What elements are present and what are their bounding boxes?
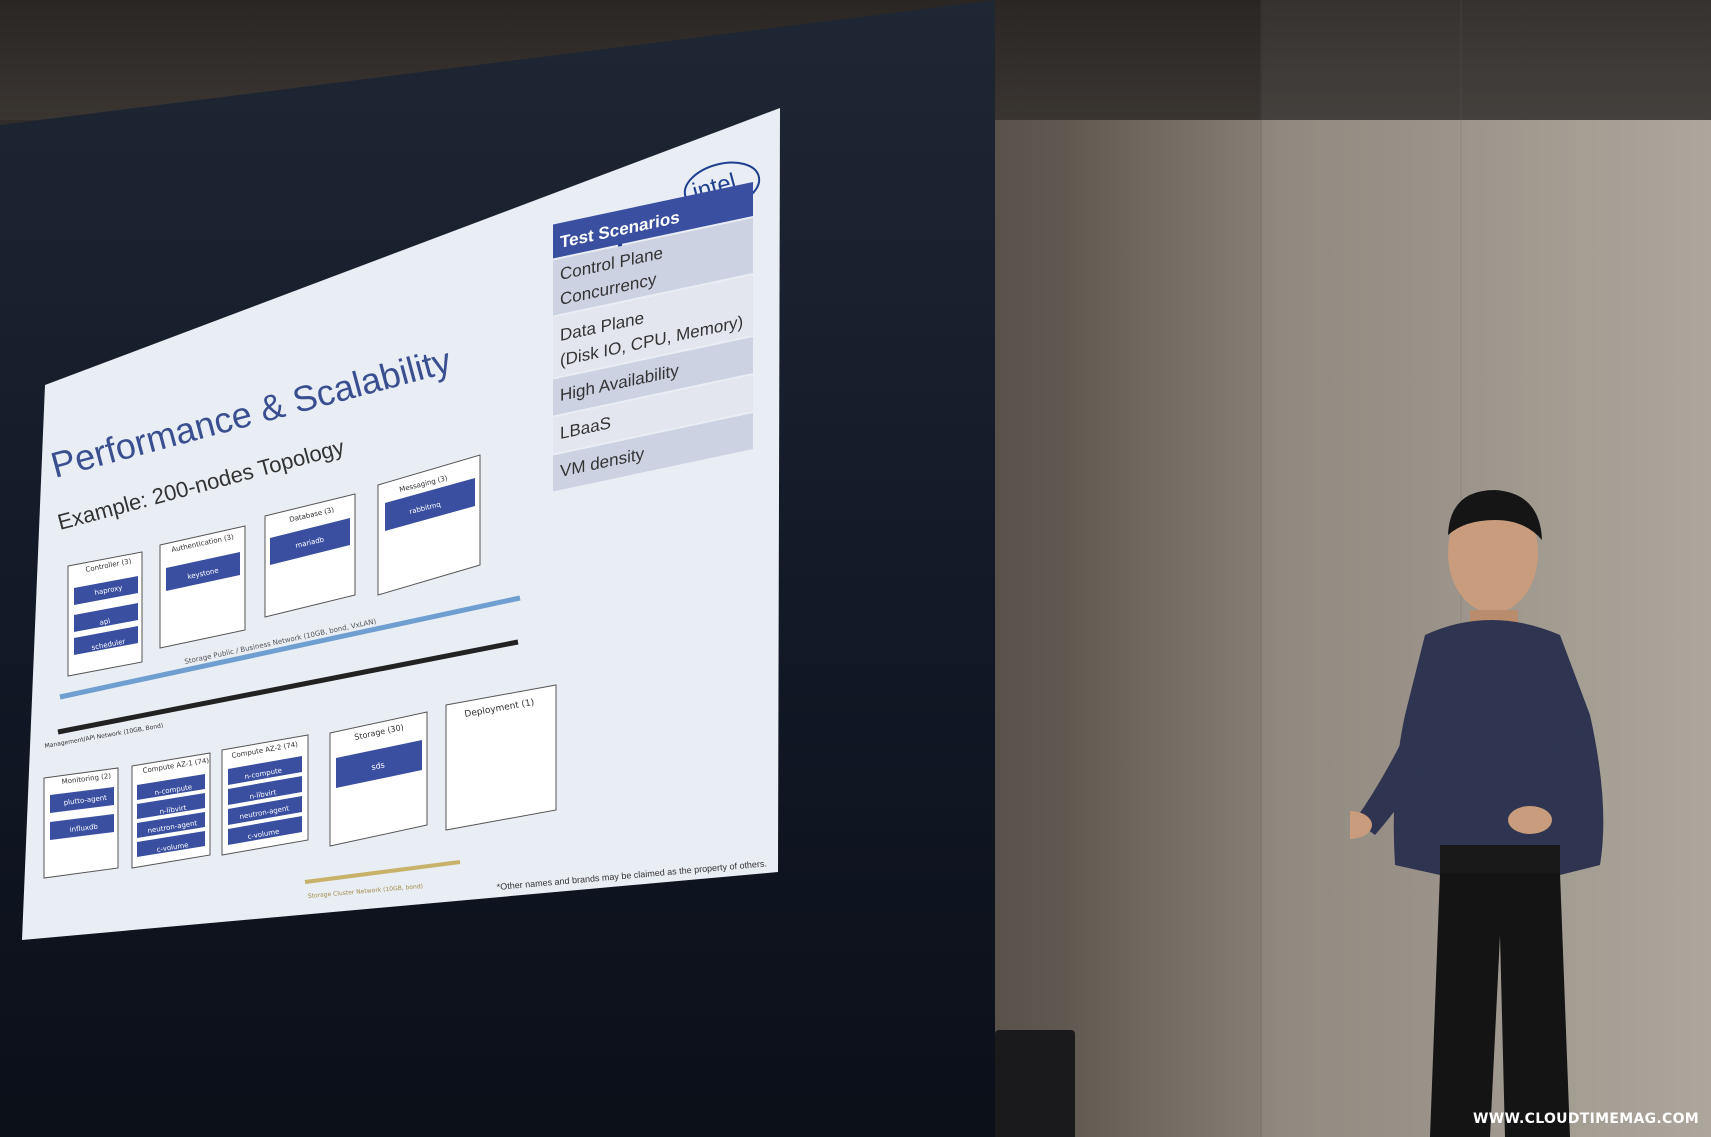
presenter-right-arm [1530,725,1584,830]
node-storage: Storage (30) sds [329,711,428,847]
presenter-hair [1448,490,1542,540]
presenter-left-arm [1355,735,1430,835]
svg-text:influxdb: influxdb [69,823,99,834]
node-compute-az1: Compute AZ-1 (74) n-compute n-libvirt ne… [131,752,211,869]
table-row [553,336,753,416]
wall-panel [1260,0,1462,1137]
node-database: Database (3) mariadb [264,493,356,618]
svg-text:sds: sds [371,760,386,772]
node-controller: Controller (3) haproxy keepalived api sc… [67,551,143,677]
table-row [553,374,753,454]
business-network-line [59,595,521,700]
presenter-trousers [1430,873,1570,1137]
node-compute-az2: Compute AZ-2 (74) n-compute n-libvirt ne… [221,734,309,856]
topology-diagram: Controller (3) haproxy keepalived api sc… [43,454,557,900]
chair [995,1030,1075,1137]
presenter-belt [1440,845,1560,873]
node-deployment: Deployment (1) [445,684,557,831]
storage-cluster-network-line [304,860,461,884]
table-row [553,217,753,316]
svg-text:api: api [99,617,111,627]
node-monitoring: Monitoring (2) plutto-agent influxdb [43,767,119,879]
presenter-left-hand [1350,811,1372,839]
node-authentication: Authentication (3) keystone [159,525,246,649]
presenter-right-hand [1508,806,1552,834]
presenter [1350,490,1604,1137]
table-row [553,274,753,378]
management-network-line [57,639,519,735]
table-row [553,412,753,492]
node-messaging: Messaging (3) rabbitmq [377,454,481,596]
watermark: WWW.CLOUDTIMEMAG.COM [1472,1111,1699,1127]
test-scenarios-table: Test Scenarios Control Plane Concurrency… [553,181,753,492]
table-header-bg [553,181,753,259]
